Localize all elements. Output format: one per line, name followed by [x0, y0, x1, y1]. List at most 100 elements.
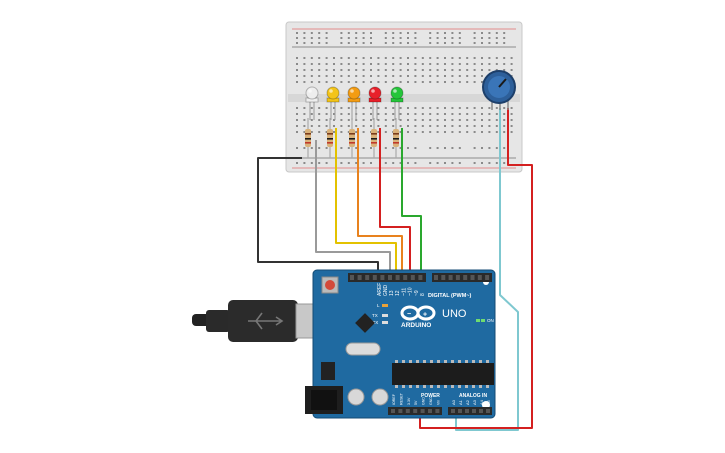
breadboard-hole [347, 147, 350, 149]
analog-pin-label: A3 [472, 399, 477, 405]
analog-pin-socket[interactable] [472, 409, 476, 413]
breadboard-hole [340, 107, 343, 109]
digital-pin-socket[interactable] [448, 275, 453, 280]
power-pin-socket[interactable] [428, 409, 432, 413]
digital-pin-socket[interactable] [395, 275, 400, 280]
digital-pin-socket[interactable] [388, 275, 392, 280]
breadboard-hole [370, 119, 372, 121]
power-pin-label: GND [429, 397, 433, 405]
digital-pin-socket[interactable] [365, 275, 370, 280]
breadboard-hole [473, 147, 476, 149]
breadboard-hole [488, 63, 491, 65]
breadboard-hole [362, 107, 365, 109]
digital-pin-socket[interactable] [418, 275, 423, 280]
breadboard-hole [355, 63, 358, 65]
breadboard-hole [399, 125, 402, 127]
analog-pin-socket[interactable] [465, 409, 469, 413]
breadboard-hole [466, 131, 469, 133]
analog-pin-socket[interactable] [479, 409, 483, 413]
breadboard-hole [421, 63, 424, 65]
led-white[interactable] [305, 86, 319, 100]
breadboard-hole [414, 107, 417, 109]
breadboard-hole [466, 107, 469, 109]
digital-pin-socket[interactable] [434, 275, 438, 280]
breadboard-hole [347, 32, 350, 34]
breadboard-hole [362, 147, 365, 149]
power-pin-socket[interactable] [405, 409, 410, 413]
resistor-band [327, 133, 333, 135]
digital-pin-socket[interactable] [463, 275, 468, 280]
chip-pin [409, 360, 412, 363]
breadboard-hole [377, 131, 380, 133]
digital-pin-socket[interactable] [403, 275, 408, 280]
led-highlight [329, 89, 333, 93]
power-pin-socket[interactable] [398, 409, 403, 413]
power-pin-socket[interactable] [391, 409, 395, 413]
digital-pin-socket[interactable] [357, 275, 362, 280]
reset-button[interactable] [325, 280, 335, 290]
chip-pin [416, 385, 419, 388]
digital-pin-socket[interactable] [372, 275, 377, 280]
digital-pin-socket[interactable] [485, 275, 490, 280]
breadboard-hole [392, 37, 395, 39]
breadboard-hole [466, 75, 469, 77]
pin-label: ~10 [408, 287, 414, 296]
chip-pin [402, 360, 405, 363]
breadboard-hole [377, 107, 380, 109]
chip-pin [451, 360, 454, 363]
led-green[interactable] [390, 86, 404, 100]
digital-pin-socket[interactable] [477, 275, 482, 280]
analog-pin-socket[interactable] [451, 409, 455, 413]
breadboard-hole [429, 113, 432, 115]
digital-pin-socket[interactable] [441, 275, 446, 280]
power-pin-socket[interactable] [413, 409, 418, 413]
breadboard-hole [503, 131, 506, 133]
breadboard-hole [436, 75, 439, 77]
usb-cable-tail [192, 314, 210, 326]
led-red[interactable] [368, 86, 382, 100]
breadboard-hole [325, 57, 328, 59]
breadboard-hole [296, 57, 298, 59]
wire-red [379, 128, 411, 278]
breadboard-hole [296, 37, 298, 39]
potentiometer[interactable] [482, 70, 516, 110]
breadboard-hole [370, 57, 372, 59]
breadboard-hole [473, 57, 476, 59]
led-orange[interactable] [347, 86, 361, 100]
digital-pin-socket[interactable] [470, 275, 475, 280]
breadboard-hole [325, 107, 328, 109]
digital-pin-socket[interactable] [350, 275, 354, 280]
analog-pin-socket[interactable] [486, 409, 490, 413]
breadboard-hole [481, 57, 483, 59]
breadboard-hole [429, 37, 432, 39]
breadboard-hole [310, 119, 313, 121]
breadboard-hole [384, 119, 387, 121]
breadboard-hole [488, 57, 491, 59]
breadboard-hole [355, 131, 358, 133]
breadboard-hole [355, 69, 358, 71]
analog-pin-socket[interactable] [458, 409, 462, 413]
digital-pin-socket[interactable] [410, 275, 415, 280]
breadboard-hole [340, 69, 343, 71]
breadboard-hole [310, 107, 313, 109]
breadboard-hole [340, 42, 343, 44]
breadboard-hole [355, 37, 358, 39]
breadboard-hole [466, 63, 469, 65]
power-label: POWER [421, 393, 440, 399]
breadboard-holes [296, 32, 513, 164]
breadboard-hole [310, 42, 313, 44]
breadboard-hole [318, 113, 321, 115]
digital-pin-socket[interactable] [380, 275, 385, 280]
breadboard-hole [451, 81, 454, 83]
led-yellow[interactable] [326, 86, 340, 100]
chip-pins [395, 360, 489, 388]
breadboard-hole [488, 107, 491, 109]
breadboard-hole [399, 37, 402, 39]
digital-pin-socket[interactable] [455, 275, 460, 280]
power-pin-socket[interactable] [420, 409, 425, 413]
breadboard-hole [340, 162, 343, 164]
resistor-band [327, 138, 333, 140]
analog-pin-label: A4 [479, 399, 484, 405]
power-pin-socket[interactable] [435, 409, 440, 413]
